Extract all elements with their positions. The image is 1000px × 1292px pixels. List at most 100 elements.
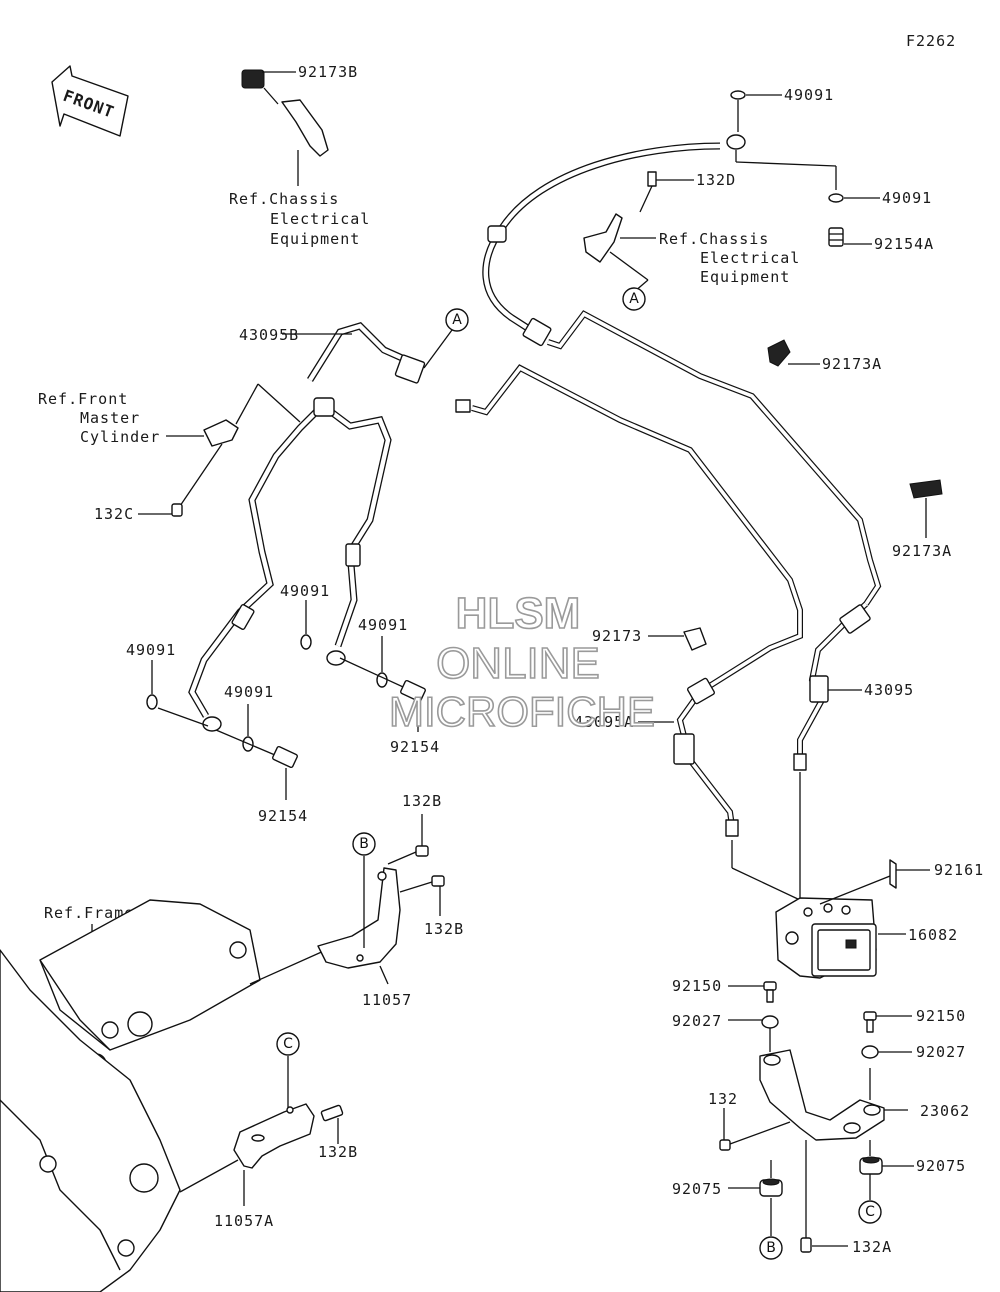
label-49091-d: 49091	[358, 616, 408, 634]
label-92150-a: 92150	[672, 977, 722, 995]
ref-chassis-2-line2: Electrical	[700, 249, 800, 267]
svg-text:B: B	[766, 1240, 776, 1256]
label-92075-a: 92075	[916, 1157, 966, 1175]
ref-chassis-2-line1: Ref.Chassis	[659, 230, 769, 248]
bolt-92150-b	[863, 1011, 877, 1033]
banjo-fitting-left	[202, 716, 222, 732]
label-132b-a: 132B	[402, 792, 442, 810]
watermark: HLSM ONLINE MICROFICHE	[388, 588, 656, 736]
washer-49091-c	[300, 634, 312, 650]
svg-text:HLSM: HLSM	[456, 589, 581, 638]
washer-49091-e	[146, 694, 158, 710]
abs-unit-16082	[775, 897, 877, 979]
ref-chassis-1-line1: Ref.Chassis	[229, 190, 339, 208]
label-23062: 23062	[920, 1102, 970, 1120]
label-49091-b: 49091	[882, 189, 932, 207]
figure-code: F2262	[906, 32, 956, 50]
label-92027-a: 92027	[672, 1012, 722, 1030]
label-92154a: 92154A	[874, 235, 934, 253]
label-92075-b: 92075	[672, 1180, 722, 1198]
label-132c: 132C	[94, 505, 134, 523]
label-132b-c: 132B	[318, 1143, 358, 1161]
bracket-11057	[317, 867, 401, 969]
ref-chassis-2-line3: Equipment	[700, 268, 790, 286]
brake-line-front-feed	[471, 365, 802, 694]
hose-splitter	[313, 397, 335, 417]
label-16082: 16082	[908, 926, 958, 944]
callout-b-2: B	[759, 1236, 783, 1260]
svg-text:A: A	[629, 291, 639, 307]
clip-92173	[683, 627, 707, 651]
label-132d: 132D	[696, 171, 736, 189]
ref-front-master-line3: Cylinder	[80, 428, 160, 446]
brake-hose-left-caliper	[189, 406, 322, 718]
svg-text:ONLINE: ONLINE	[436, 639, 600, 688]
ref-frame-label: Ref.Frame	[44, 904, 134, 922]
label-92154-a: 92154	[390, 738, 440, 756]
ref-front-master-line2: Master	[80, 409, 140, 427]
bolt-132c	[171, 503, 183, 517]
callout-a-2: A	[622, 287, 646, 311]
callout-a-1: A	[445, 308, 469, 332]
bolt-92150-a	[763, 981, 777, 1003]
label-92173a-b: 92173A	[892, 542, 952, 560]
bolt-132	[719, 1139, 731, 1151]
hose-joint-upper	[522, 317, 552, 347]
washer-49091-b	[828, 193, 844, 203]
banjo-fitting-right	[326, 650, 346, 666]
ref-chassis-1-line3: Equipment	[270, 230, 360, 248]
bolt-92154-a	[400, 679, 426, 703]
label-92173: 92173	[592, 627, 642, 645]
collar-92027-b	[861, 1045, 879, 1059]
clip-92173a-b	[909, 479, 943, 499]
clip-92173a-a	[767, 339, 791, 367]
label-92173a-a: 92173A	[822, 355, 882, 373]
washer-49091-a	[730, 90, 746, 100]
label-49091-f: 49091	[224, 683, 274, 701]
collar-92027-a	[761, 1015, 779, 1029]
label-11057: 11057	[362, 991, 412, 1009]
callout-c-1: C	[276, 1032, 300, 1056]
grommet-92075-a	[859, 1156, 883, 1175]
bolt-132d	[639, 171, 657, 213]
label-43095b: 43095B	[239, 326, 299, 344]
bolt-92154-b	[272, 745, 298, 769]
label-132a: 132A	[852, 1238, 892, 1256]
hose-joint-a	[394, 354, 426, 384]
bolt-132b-c	[320, 1104, 344, 1122]
label-92027-b: 92027	[916, 1043, 966, 1061]
svg-text:B: B	[359, 836, 369, 852]
label-43095: 43095	[864, 681, 914, 699]
label-132b-b: 132B	[424, 920, 464, 938]
label-43095a: 43095A	[574, 713, 634, 731]
bolt-92154a	[828, 227, 844, 247]
master-cylinder-clamp	[203, 419, 239, 447]
ref-front-master-line1: Ref.Front	[38, 390, 128, 408]
label-92161: 92161	[934, 861, 984, 879]
frame-ref	[0, 899, 261, 1292]
bracket-11057a	[233, 1103, 315, 1169]
label-92150-b: 92150	[916, 1007, 966, 1025]
label-132: 132	[708, 1090, 738, 1108]
grommet-92075-b	[759, 1178, 783, 1197]
label-92154-b: 92154	[258, 807, 308, 825]
brake-hose-43095b	[308, 323, 421, 382]
label-49091-e: 49091	[126, 641, 176, 659]
label-11057a: 11057A	[214, 1212, 274, 1230]
svg-text:C: C	[865, 1204, 875, 1220]
front-arrow-icon: FRONT	[51, 65, 129, 137]
brake-hose-right-caliper	[324, 406, 391, 647]
ref-chassis-1-line2: Electrical	[270, 210, 370, 228]
label-92173b: 92173B	[298, 63, 358, 81]
label-49091-c: 49091	[280, 582, 330, 600]
bolt-132b-b	[431, 875, 445, 887]
svg-text:C: C	[283, 1036, 293, 1052]
sensor-bracket-92173b	[241, 69, 329, 157]
callout-b-1: B	[352, 832, 376, 856]
plate-92161	[889, 859, 897, 889]
abs-bracket-23062	[759, 1049, 885, 1141]
callout-c-2: C	[858, 1200, 882, 1224]
brake-line-abs-feed	[547, 311, 880, 605]
banjo-fitting-top	[726, 134, 746, 150]
